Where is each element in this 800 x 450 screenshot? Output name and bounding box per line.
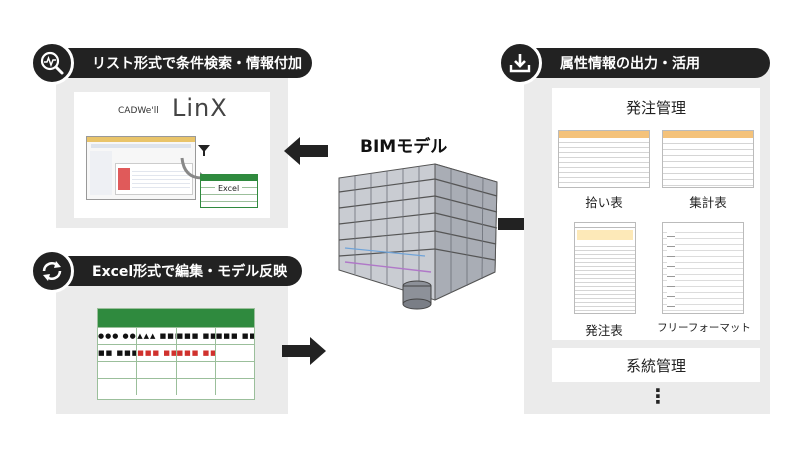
output-panel-header: 属性情報の出力・活用 [516, 48, 770, 78]
bim-model-title: BIMモデル [360, 137, 448, 157]
doc-label-free-format: フリーフォーマット [657, 322, 751, 334]
excel-mini-sheet: Excel [200, 174, 258, 208]
doc-label-summary: 集計表 [689, 195, 727, 210]
excel-panel-header: Excel形式で編集・モデル反映 [48, 256, 302, 286]
search-panel-title: リスト形式で条件検索・情報付加 [92, 56, 302, 72]
linx-card: CADWe'll LinX Excel [74, 92, 270, 218]
excel-panel-title: Excel形式で編集・モデル反映 [92, 264, 288, 280]
system-management-title: 系統管理 [625, 357, 686, 375]
arrow-to-model [282, 337, 326, 365]
grid-cell: ▲▲▲ ■■■ [136, 328, 176, 344]
search-analytics-icon [30, 41, 74, 85]
grid-cell: ■■■ ■■■ [136, 345, 176, 361]
output-panel-title: 属性情報の出力・活用 [560, 56, 700, 72]
arrow-to-linx [284, 137, 328, 165]
table-row: ●●● ●●● ▲▲▲ ■■■ ■■■ ■■■ ■■■ ■■■ [98, 327, 254, 344]
summary-sheet-thumbnail [662, 130, 754, 188]
doc-label-order: 発注表 [585, 323, 623, 338]
grid-cell: ■■■ ■■■ [175, 345, 215, 361]
free-format-thumbnail [662, 222, 744, 314]
filter-icon [198, 142, 210, 161]
software-screenshot [86, 136, 196, 200]
order-sheet-thumbnail [574, 222, 636, 314]
search-panel-header: リスト形式で条件検索・情報付加 [48, 48, 312, 78]
order-management-title: 発注管理 [625, 99, 686, 117]
bim-building-illustration [338, 163, 498, 310]
grid-cell: ■■■ ■■■ [214, 328, 254, 344]
brand-small: CADWe'll [118, 106, 159, 116]
system-management-card: 系統管理 [552, 348, 760, 382]
brand-logo: LinX [172, 94, 228, 122]
grid-cell: ■■ ■■■■ [98, 349, 137, 357]
sync-icon [30, 249, 74, 293]
download-icon [498, 41, 542, 85]
order-management-card: 発注管理 拾い表 集計表 発注表 フリーフォーマット [552, 88, 760, 340]
grid-cell: ●●● ●●● [98, 332, 137, 340]
doc-label-pickup: 拾い表 [585, 195, 623, 210]
more-indicator: ⋮ [648, 384, 668, 408]
excel-grid: ●●● ●●● ▲▲▲ ■■■ ■■■ ■■■ ■■■ ■■■ ■■ ■■■■ … [97, 308, 255, 400]
table-row: ■■ ■■■■ ■■■ ■■■ ■■■ ■■■ [98, 344, 254, 361]
pickup-sheet-thumbnail [558, 130, 650, 188]
grid-cell [214, 345, 254, 361]
excel-label: Excel [215, 184, 243, 193]
grid-cell: ■■■ ■■■ [175, 328, 215, 344]
